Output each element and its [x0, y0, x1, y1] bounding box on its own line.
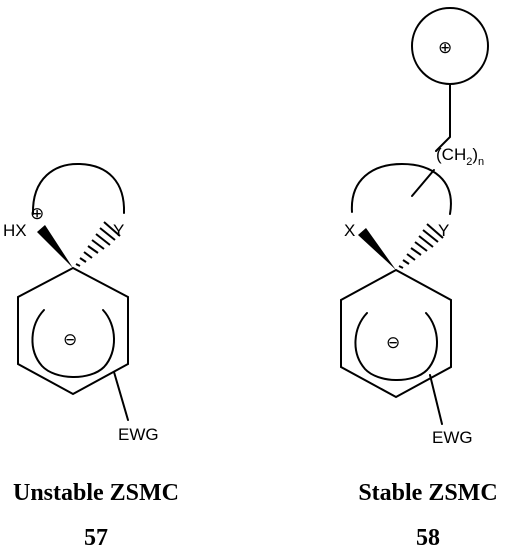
- ewg-bond: [113, 371, 129, 421]
- chain-label: (CH2)n: [436, 145, 484, 168]
- cyclohexadienyl-ring: [17, 266, 129, 396]
- delocalization-arc: [354, 312, 438, 381]
- ewg-label: EWG: [118, 425, 159, 444]
- chain-to-ring-bond: [411, 169, 435, 197]
- tether-bond: [435, 83, 451, 152]
- atom-label-x: X: [344, 221, 355, 240]
- cyclohexadienyl-ring: [340, 268, 452, 399]
- structure-57: HX Y ⊕ ⊖ EWG Unstable ZSMC 57: [3, 162, 179, 550]
- hashed-bond-y: [75, 221, 121, 267]
- delocalization-arc: [31, 309, 115, 378]
- compound-number-58: 58: [416, 525, 440, 550]
- ewg-label: EWG: [432, 428, 473, 447]
- structure-58: ⊕ (CH2)n X Y ⊖ EW: [340, 7, 498, 550]
- wedge-bond-x: [37, 225, 73, 268]
- ewg-bond: [429, 374, 443, 425]
- spiro-ring-arc: [350, 162, 452, 215]
- minus-charge-icon: ⊖: [386, 333, 400, 352]
- hashed-bond-y: [398, 223, 444, 269]
- atom-label-y: Y: [113, 221, 124, 240]
- minus-charge-icon: ⊖: [63, 330, 77, 349]
- caption-58: Stable ZSMC: [358, 480, 497, 506]
- plus-charge-icon: ⊕: [438, 38, 452, 57]
- wedge-bond-x: [358, 228, 396, 270]
- atom-label-hx: HX: [3, 221, 27, 240]
- atom-label-y: Y: [438, 221, 449, 240]
- caption-57: Unstable ZSMC: [13, 480, 179, 506]
- spiro-ring-arc: [31, 162, 126, 215]
- plus-charge-icon: ⊕: [30, 204, 44, 223]
- compound-number-57: 57: [84, 525, 108, 550]
